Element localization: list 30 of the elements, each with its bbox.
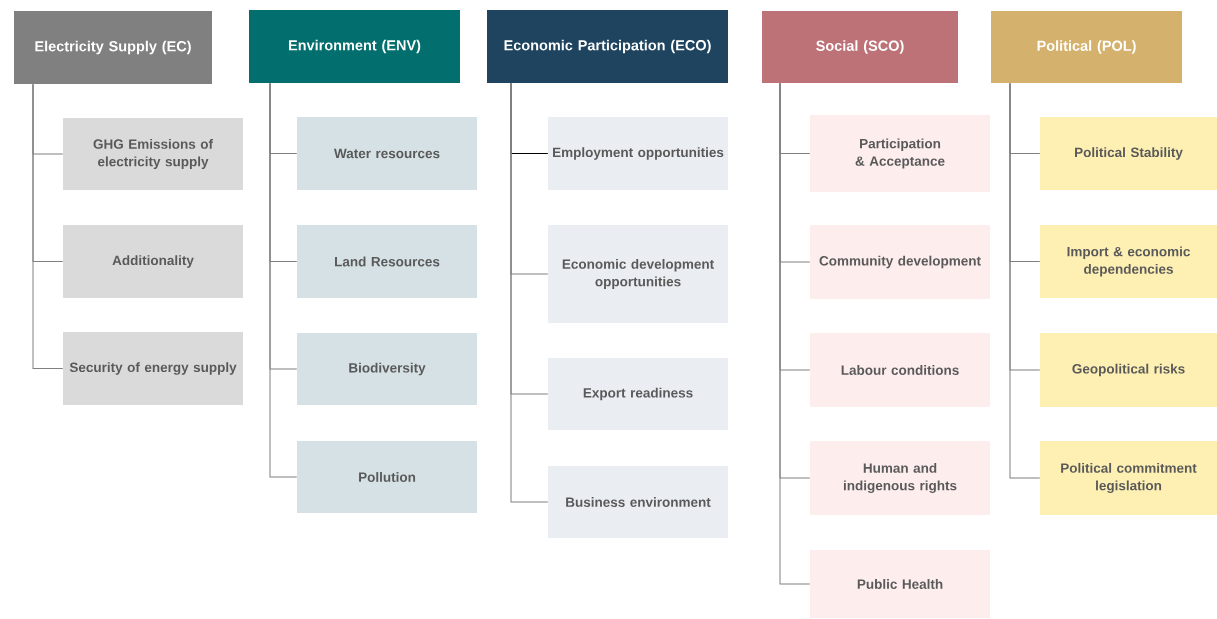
indicator-box: Participation & Acceptance bbox=[810, 115, 990, 192]
indicator-box: Geopolitical risks bbox=[1040, 333, 1217, 407]
indicator-box: Economic development opportunities bbox=[548, 225, 728, 323]
indicator-box: Security of energy supply bbox=[63, 332, 243, 405]
indicator-box: Community development bbox=[810, 225, 990, 299]
indicator-box: Biodiversity bbox=[297, 333, 477, 405]
category-header: Economic Participation (ECO) bbox=[487, 10, 728, 83]
indicator-box: Business environment bbox=[548, 466, 728, 538]
category-header: Social (SCO) bbox=[762, 11, 958, 83]
category-header: Electricity Supply (EC) bbox=[14, 11, 212, 84]
connector-line bbox=[1009, 82, 1041, 479]
indicator-box: Export readiness bbox=[548, 358, 728, 430]
indicator-box: Additionality bbox=[63, 225, 243, 298]
indicator-box: GHG Emissions of electricity supply bbox=[63, 118, 243, 190]
connector-line bbox=[510, 82, 549, 503]
indicator-box: Water resources bbox=[297, 117, 477, 190]
connector-line bbox=[269, 82, 298, 478]
indicator-box: Land Resources bbox=[297, 225, 477, 298]
indicator-box: Political commitment legislation bbox=[1040, 441, 1217, 515]
connector-line bbox=[779, 82, 811, 585]
indicator-box: Public Health bbox=[810, 550, 990, 618]
category-header: Environment (ENV) bbox=[249, 10, 460, 83]
indicator-box: Labour conditions bbox=[810, 333, 990, 407]
indicator-box: Pollution bbox=[297, 441, 477, 513]
connector-line bbox=[32, 83, 64, 369]
category-header: Political (POL) bbox=[991, 11, 1182, 83]
indicator-box: Import & economic dependencies bbox=[1040, 225, 1217, 298]
indicator-box: Human and indigenous rights bbox=[810, 441, 990, 515]
indicator-box: Political Stability bbox=[1040, 117, 1217, 190]
indicator-box: Employment opportunities bbox=[548, 117, 728, 190]
